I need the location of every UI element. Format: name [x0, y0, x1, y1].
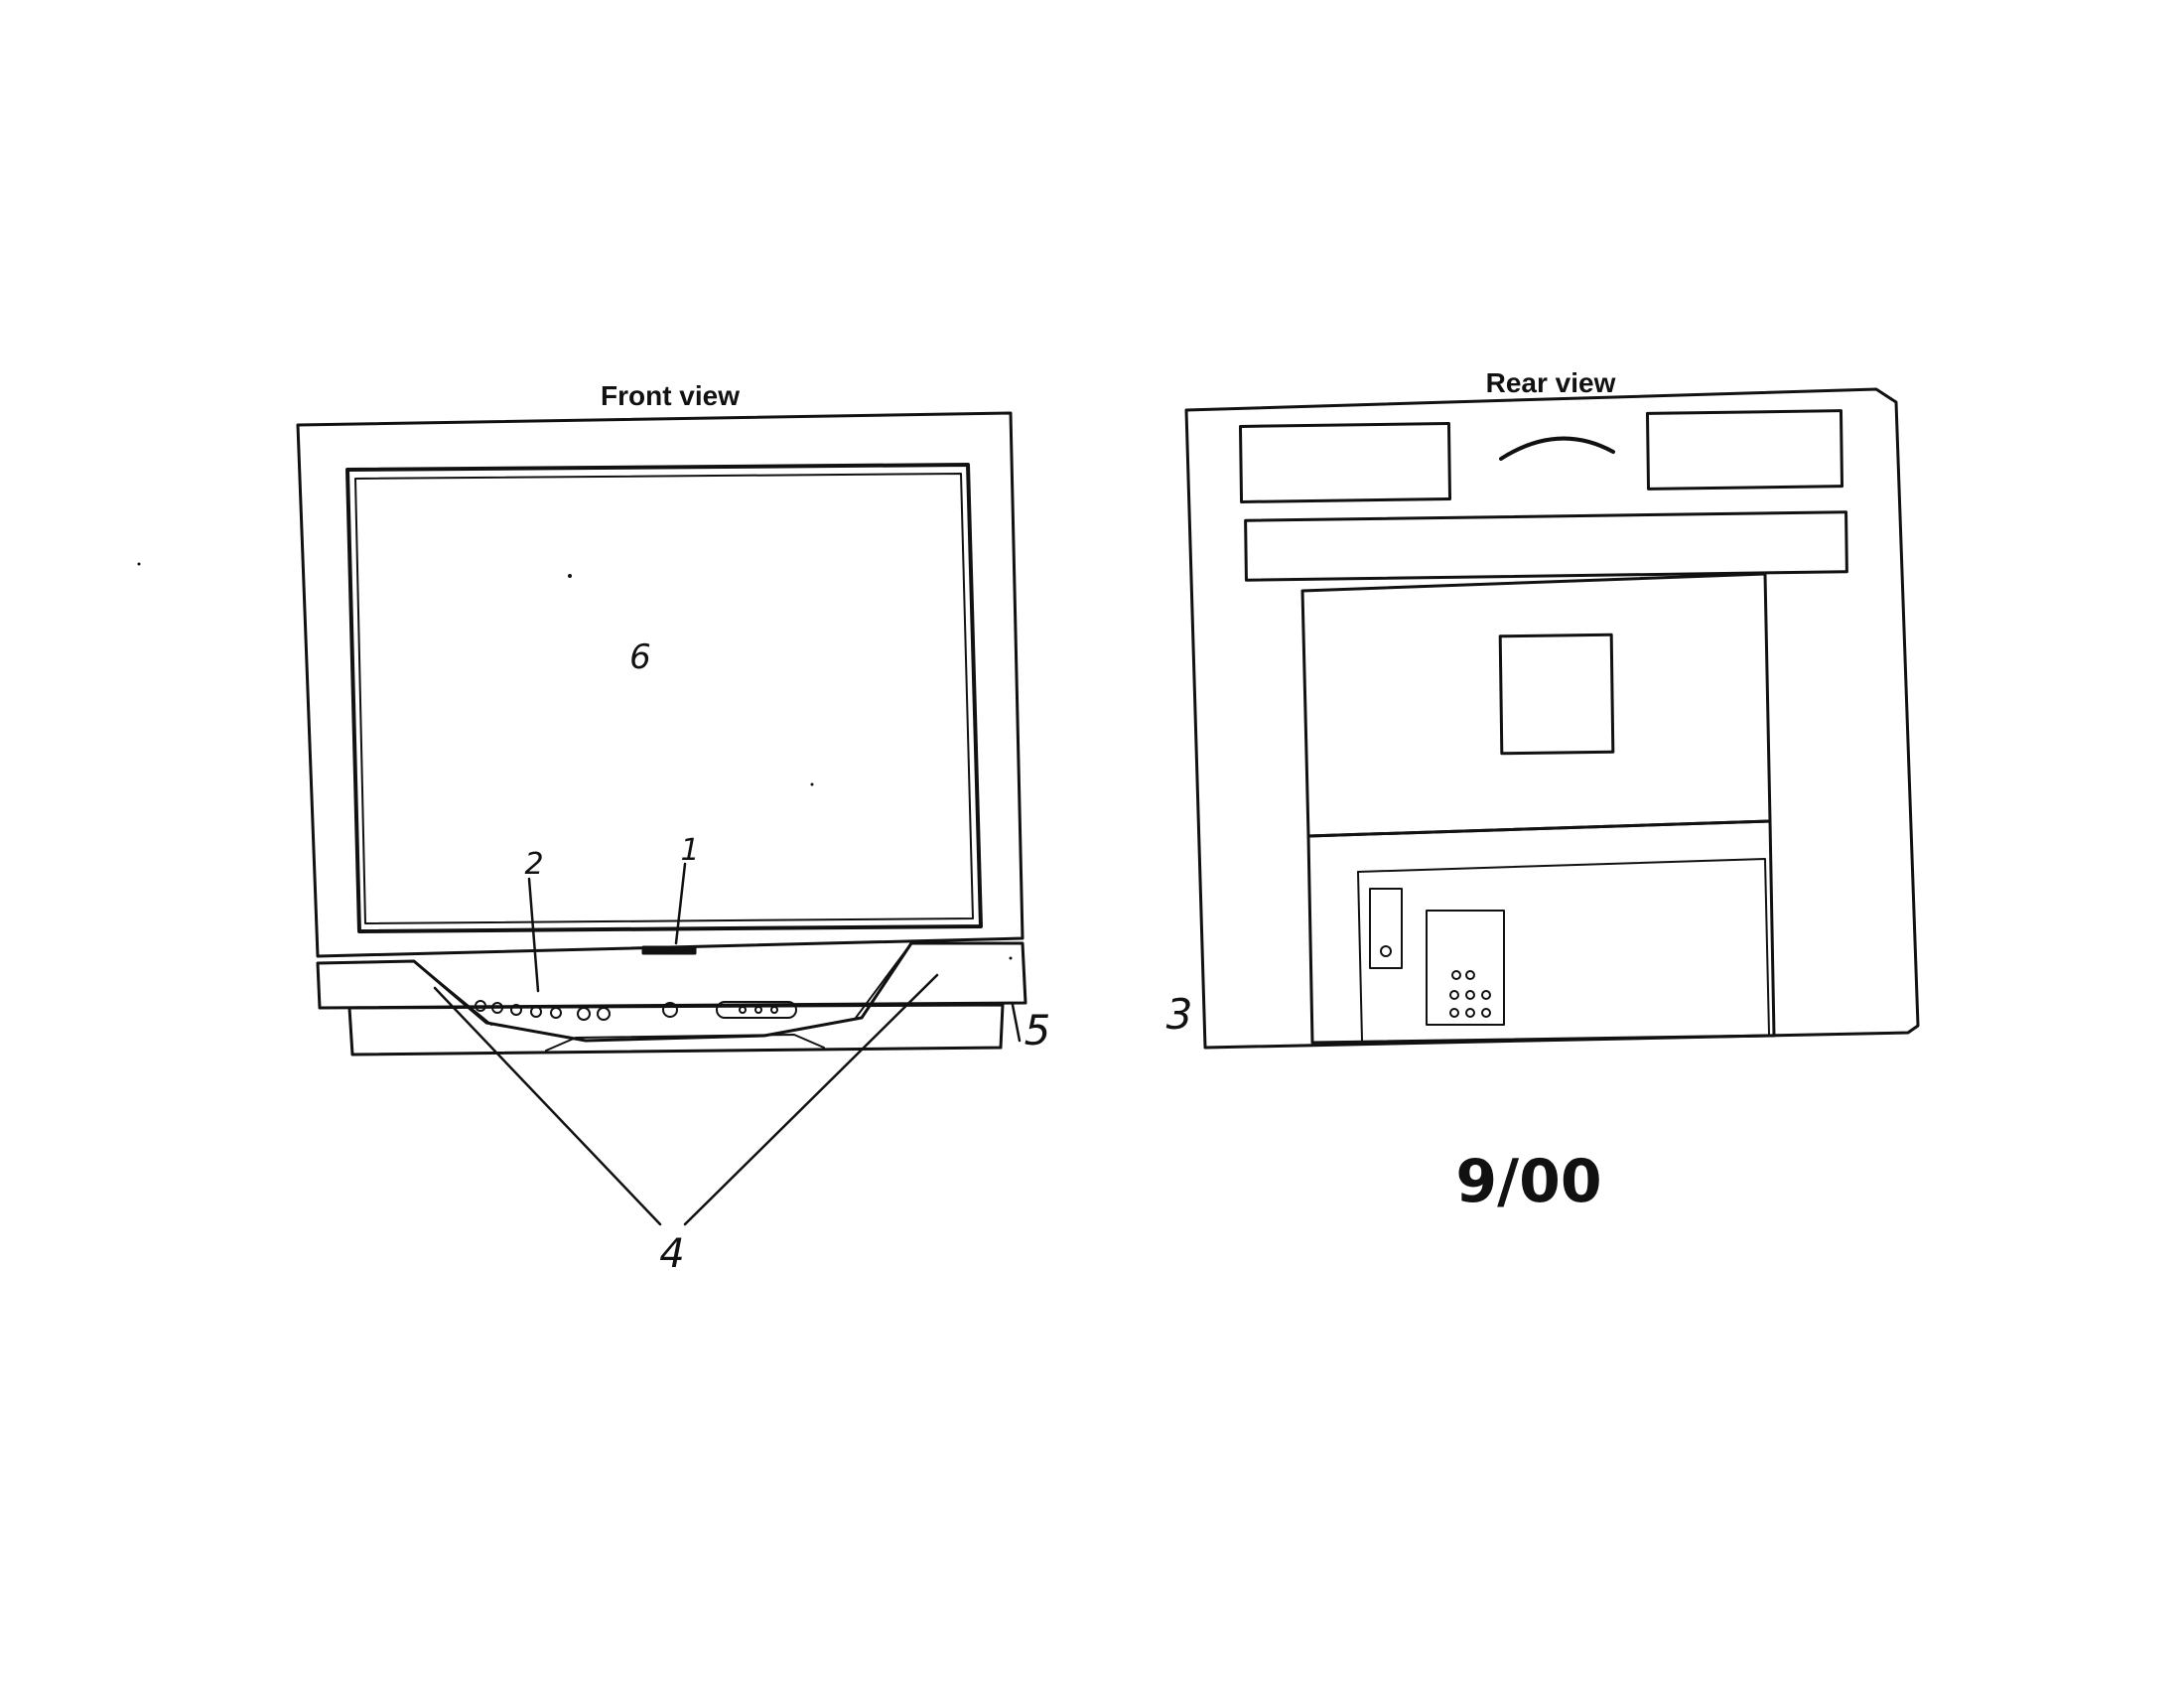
control-button: [530, 1006, 542, 1018]
av-jack: [739, 1006, 747, 1014]
speck: [137, 562, 141, 566]
control-button: [597, 1007, 611, 1021]
av-jack: [1481, 1008, 1491, 1018]
rear-av-jacks: [1449, 970, 1491, 1018]
front-view-drawing: [296, 411, 1027, 1226]
av-jack: [1481, 990, 1491, 1000]
rear-view-title: Rear view: [1486, 367, 1616, 398]
callout-3: 3: [1166, 990, 1193, 1039]
leader-4-left: [433, 986, 662, 1226]
av-jack: [1465, 970, 1475, 980]
revision-date: 9/00: [1455, 1147, 1601, 1216]
control-button: [491, 1002, 503, 1014]
rear-handle: [1499, 436, 1615, 461]
antenna-jack: [1380, 945, 1392, 957]
av-jack: [1451, 970, 1461, 980]
front-base-tray: [545, 1034, 825, 1052]
front-control-buttons: [475, 1000, 797, 1021]
av-jack: [1449, 1008, 1459, 1018]
speck: [810, 782, 814, 786]
rear-vent-right: [1645, 409, 1844, 491]
rear-antenna-terminal: [1369, 888, 1403, 969]
front-screen-glass: [354, 473, 974, 924]
rear-av-terminal: [1426, 910, 1505, 1026]
control-button: [475, 1000, 486, 1012]
rear-chassis-inner: [1357, 858, 1770, 1035]
av-jack: [1449, 990, 1459, 1000]
front-grille-left: [413, 960, 492, 1026]
speck: [1009, 956, 1013, 960]
front-cabinet-outline: [296, 411, 1024, 958]
av-jack: [754, 1006, 762, 1014]
power-indicator: [641, 945, 697, 955]
control-button: [550, 1007, 562, 1019]
rear-view-drawing: [1184, 387, 1920, 1050]
leader-4-right: [683, 973, 939, 1226]
speck: [568, 574, 572, 578]
rear-cover-outline: [1184, 387, 1920, 1050]
rear-label-plate: [1498, 633, 1615, 756]
front-screen-bezel: [345, 463, 983, 933]
rear-chassis-lower: [1306, 819, 1776, 1045]
av-jack: [770, 1006, 778, 1014]
leader-1: [674, 862, 687, 945]
callout-6: 6: [629, 637, 651, 677]
headphone-jack: [662, 1002, 678, 1018]
callout-4: 4: [659, 1231, 684, 1277]
rear-vent-left: [1238, 422, 1452, 503]
front-view-title: Front view: [601, 380, 740, 411]
av-jack: [1465, 990, 1475, 1000]
leader-2: [527, 877, 540, 993]
rear-vent-strip: [1244, 510, 1848, 582]
front-base: [347, 1003, 1005, 1056]
front-leader-lines: [433, 862, 1022, 1226]
av-jack: [1465, 1008, 1475, 1018]
rear-chassis-inner-left: [1357, 871, 1363, 1042]
scan-specks: [137, 562, 1013, 960]
av-input-panel: [716, 1001, 797, 1019]
callout-1: 1: [680, 833, 699, 868]
leader-5: [1011, 1003, 1022, 1043]
rear-chassis-upper: [1300, 572, 1772, 838]
callout-5: 5: [1024, 1006, 1051, 1055]
control-button: [510, 1004, 522, 1016]
control-button: [577, 1007, 591, 1021]
callout-2: 2: [524, 847, 543, 882]
